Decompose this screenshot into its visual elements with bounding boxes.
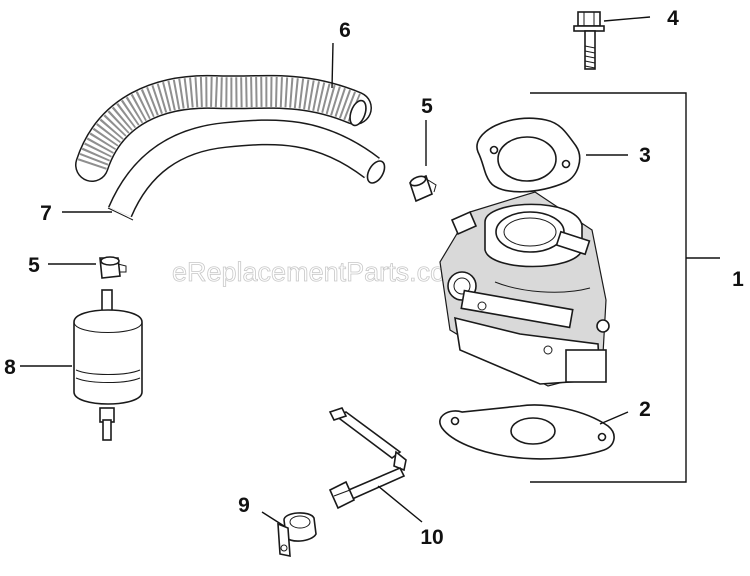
stud-part-10[interactable] <box>328 407 407 510</box>
callout-9: 9 <box>238 494 250 517</box>
clip-part-9[interactable] <box>277 512 317 557</box>
callout-numbers: 1 2 3 4 5 5 6 7 8 9 10 <box>4 7 744 549</box>
callout-8: 8 <box>4 356 16 379</box>
callout-lines <box>20 16 720 527</box>
callout-2: 2 <box>639 398 651 421</box>
fuel-hose-part-7[interactable] <box>107 119 388 221</box>
bolt-part-4[interactable] <box>573 11 605 70</box>
braided-hose-part-6[interactable] <box>75 74 372 182</box>
callout-10: 10 <box>420 526 443 549</box>
callout-3: 3 <box>639 144 651 167</box>
callout-5-left: 5 <box>28 254 40 277</box>
fuel-filter-part-8[interactable] <box>73 289 143 441</box>
gasket-part-3[interactable] <box>476 117 581 193</box>
gasket-part-2[interactable] <box>439 404 615 460</box>
callout-1: 1 <box>732 268 744 291</box>
watermark-text: eReplacementParts.com <box>172 257 468 287</box>
callout-6: 6 <box>339 19 351 42</box>
carburetor-part-1[interactable] <box>439 191 610 387</box>
hose-clamp-part-5-top[interactable] <box>409 174 437 203</box>
callout-5-top: 5 <box>421 95 433 118</box>
callout-7: 7 <box>40 202 52 225</box>
callout-4: 4 <box>667 7 679 30</box>
hose-clamp-part-5-left[interactable] <box>99 256 127 279</box>
